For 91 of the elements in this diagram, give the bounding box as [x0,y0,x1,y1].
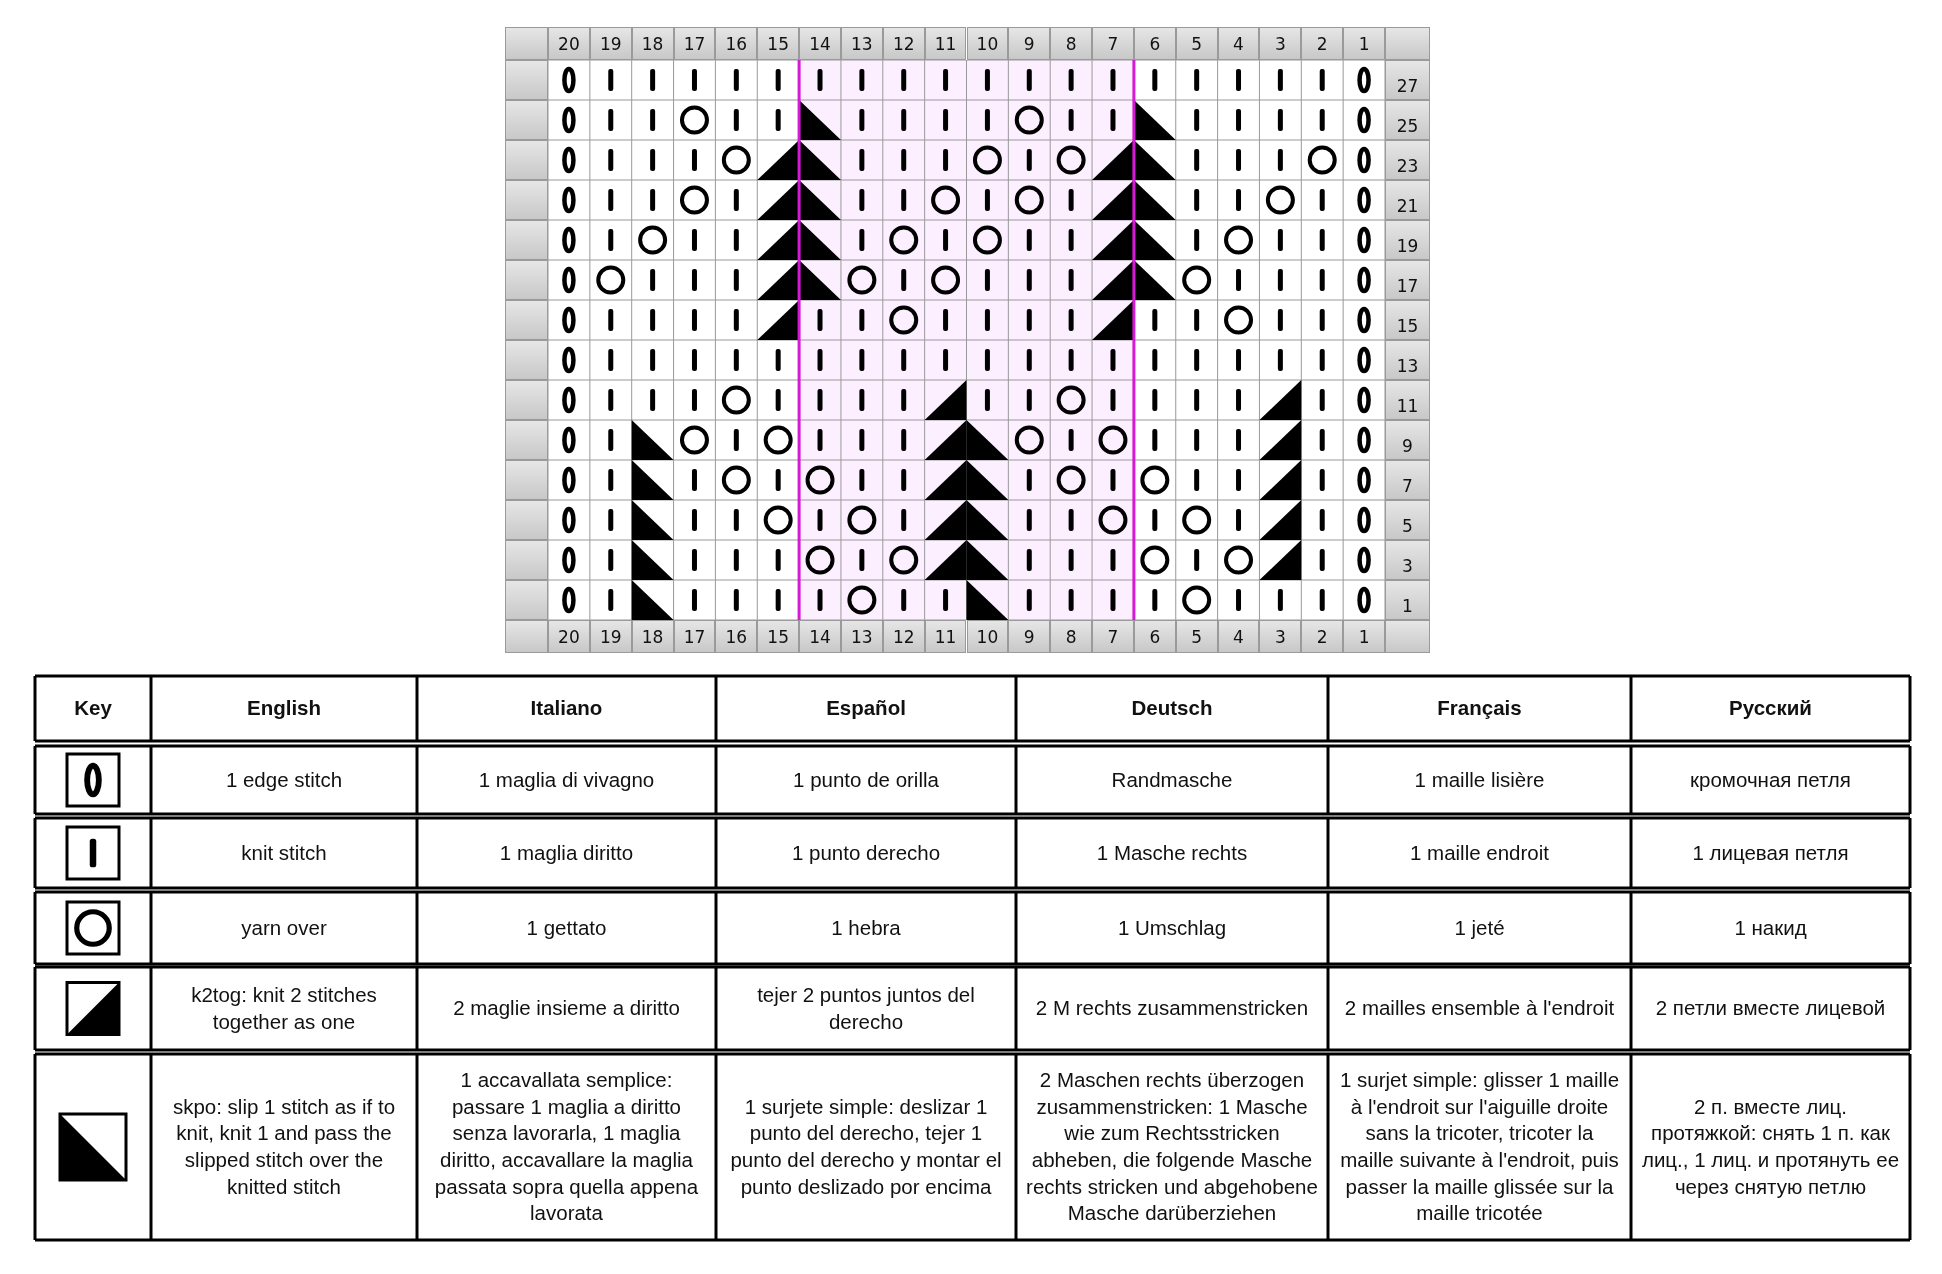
stitch-description: yarn over [241,914,327,941]
row-number: 15 [1385,300,1430,340]
column-number: 11 [924,620,967,653]
column-number: 19 [589,620,632,653]
stitch-description: 1 накид [1734,914,1807,941]
column-number: 16 [715,27,758,60]
column-number: 3 [1259,27,1302,60]
column-number: 1 [1343,620,1385,653]
column-number: 8 [1050,27,1093,60]
column-number: 14 [799,620,841,653]
stitch-description: 1 maille endroit [1410,839,1549,866]
stitch-description: 1 edge stitch [225,766,343,793]
stitch-description: tejer 2 puntos juntos del derecho [756,981,976,1035]
stitch-description: 1 surjete simple: deslizar 1 punto del derecho, tejer 1 punto del derecho y montar el punto deslizado por encima [729,1093,1003,1200]
column-number: 13 [840,620,883,653]
column-number: 7 [1092,27,1134,60]
stitch-description: 1 punto de orilla [793,766,939,793]
column-number: 15 [757,27,800,60]
row-number: 17 [1385,260,1430,300]
stitch-description: 2 петли вместе лицевой [1655,995,1886,1022]
column-number: 1 [1343,27,1385,60]
row-number: 11 [1385,380,1430,420]
stitch-description: 2 п. вместе лиц. протяжкой: снять 1 п. как лиц., 1 лиц. и протянуть ее через снятую петлю [1641,1093,1900,1200]
column-number: 19 [589,27,632,60]
stitch-description: Randmasche [1111,766,1233,793]
column-number: 2 [1301,620,1344,653]
stitch-description: 1 maille lisière [1414,766,1545,793]
row-number: 23 [1385,140,1430,180]
row-number: 1 [1385,580,1430,620]
column-number: 14 [799,27,841,60]
row-number: 13 [1385,340,1430,380]
language-header: Русский [1729,695,1812,722]
stitch-description: 1 Umschlag [1117,914,1227,941]
column-number: 6 [1133,27,1176,60]
language-header: Español [826,695,906,722]
column-number: 10 [966,27,1009,60]
row-number: 25 [1385,100,1430,140]
column-number: 10 [966,620,1009,653]
stitch-description: 1 лицевая петля [1692,839,1849,866]
stitch-description: 1 punto derecho [791,839,941,866]
stitch-description: 2 Maschen rechts überzogen zusammenstricken: 1 Masche wie zum Rechtsstricken abheben, die folgende Masche rechts stricken und abgehobene Masche darüberziehen [1026,1067,1318,1227]
stitch-description: k2tog: knit 2 stitches together as one [190,981,378,1035]
column-number: 16 [715,620,758,653]
column-number: 5 [1175,620,1218,653]
stitch-description: 1 jeté [1454,914,1505,941]
column-number: 9 [1008,27,1051,60]
stitch-description: кромочная петля [1690,766,1851,793]
stitch-description: 1 gettato [526,914,607,941]
stitch-description: skpo: slip 1 stitch as if to knit, knit 1 and pass the slipped stitch over the knitted stitch [171,1093,397,1200]
column-number: 5 [1175,27,1218,60]
row-number: 3 [1385,540,1430,580]
stitch-description: 2 maglie insieme a diritto [453,995,680,1022]
stitch-description: 2 mailles ensemble à l'endroit [1344,995,1615,1022]
stitch-description: 1 maglia di vivagno [478,766,655,793]
column-number: 17 [673,27,716,60]
row-number: 19 [1385,220,1430,260]
column-number: 4 [1217,620,1260,653]
column-number: 7 [1092,620,1134,653]
column-number: 17 [673,620,716,653]
stitch-description: 1 Masche rechts [1096,839,1248,866]
column-number: 9 [1008,620,1051,653]
row-number: 27 [1385,60,1430,100]
stitch-description: 1 hebra [831,914,901,941]
stitch-description: 1 accavallata semplice: passare 1 maglia a diritto senza lavorarla, 1 maglia diritto, accavallare la maglia passata sopra quella appena lavorata [433,1067,700,1227]
column-number: 3 [1259,620,1302,653]
stitch-description: 1 maglia diritto [499,839,634,866]
column-number: 12 [882,27,925,60]
language-header: Deutsch [1131,695,1213,722]
stitch-description: 1 surjet simple: glisser 1 maille à l'endroit sur l'aiguille droite sans la tricoter, tricoter la maille suivante à l'endroit, puis passer la maille glissée sur la maille tricotée [1338,1067,1621,1227]
row-number: 9 [1385,420,1430,460]
column-number: 18 [631,620,674,653]
stitch-description: 2 M rechts zusammenstricken [1035,995,1309,1022]
column-number: 4 [1217,27,1260,60]
column-number: 20 [548,27,590,60]
column-number: 2 [1301,27,1344,60]
column-number: 15 [757,620,800,653]
row-number: 21 [1385,180,1430,220]
column-number: 8 [1050,620,1093,653]
column-number: 12 [882,620,925,653]
column-number: 11 [924,27,967,60]
row-number: 5 [1385,500,1430,540]
language-header: Italiano [530,695,603,722]
language-header: Français [1437,695,1522,722]
key-header: Key [74,695,112,722]
stitch-description: knit stitch [241,839,327,866]
column-number: 20 [548,620,590,653]
column-number: 6 [1133,620,1176,653]
column-number: 18 [631,27,674,60]
row-number: 7 [1385,460,1430,500]
column-number: 13 [840,27,883,60]
language-header: English [246,695,321,722]
